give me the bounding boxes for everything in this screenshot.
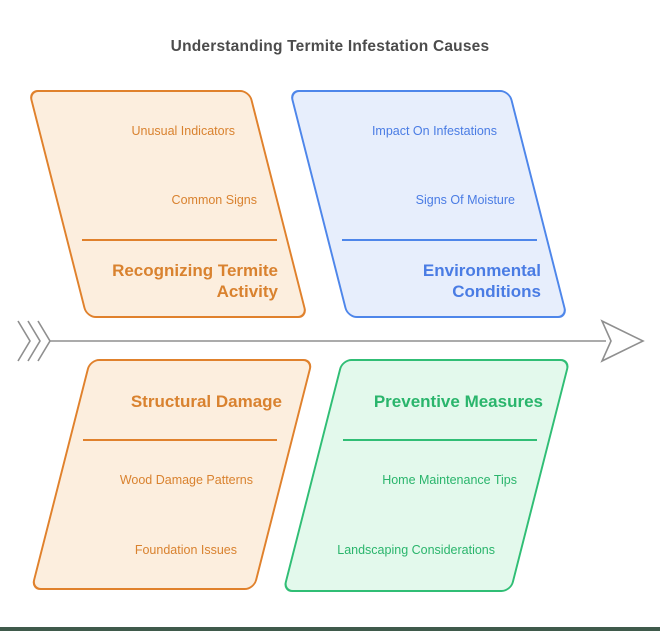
branch-item: Foundation Issues xyxy=(134,543,237,557)
branch-divider xyxy=(83,439,277,441)
branch-divider xyxy=(342,239,537,241)
branch-item: Home Maintenance Tips xyxy=(382,473,517,487)
footer-bar xyxy=(0,627,660,631)
branch-divider xyxy=(343,439,537,441)
arrow-head-icon xyxy=(600,319,645,363)
branch-item: Signs Of Moisture xyxy=(415,193,515,207)
branch-item: Unusual Indicators xyxy=(131,124,235,138)
branch-heading: Structural Damage xyxy=(130,392,282,411)
branch-heading: Preventive Measures xyxy=(373,392,543,411)
branch-divider xyxy=(82,239,277,241)
branch-item: Common Signs xyxy=(171,193,257,207)
branch-heading: Recognizing Termite Activity xyxy=(112,261,278,301)
branch-item: Wood Damage Patterns xyxy=(119,473,253,487)
diagram-title: Understanding Termite Infestation Causes xyxy=(170,38,490,55)
arrow-graphics xyxy=(17,319,645,363)
branch-heading: Environmental Conditions xyxy=(422,261,541,301)
arrow-fletching-icon xyxy=(17,320,51,362)
branch-item: Impact On Infestations xyxy=(371,124,497,138)
branch-item: Landscaping Considerations xyxy=(337,543,495,557)
